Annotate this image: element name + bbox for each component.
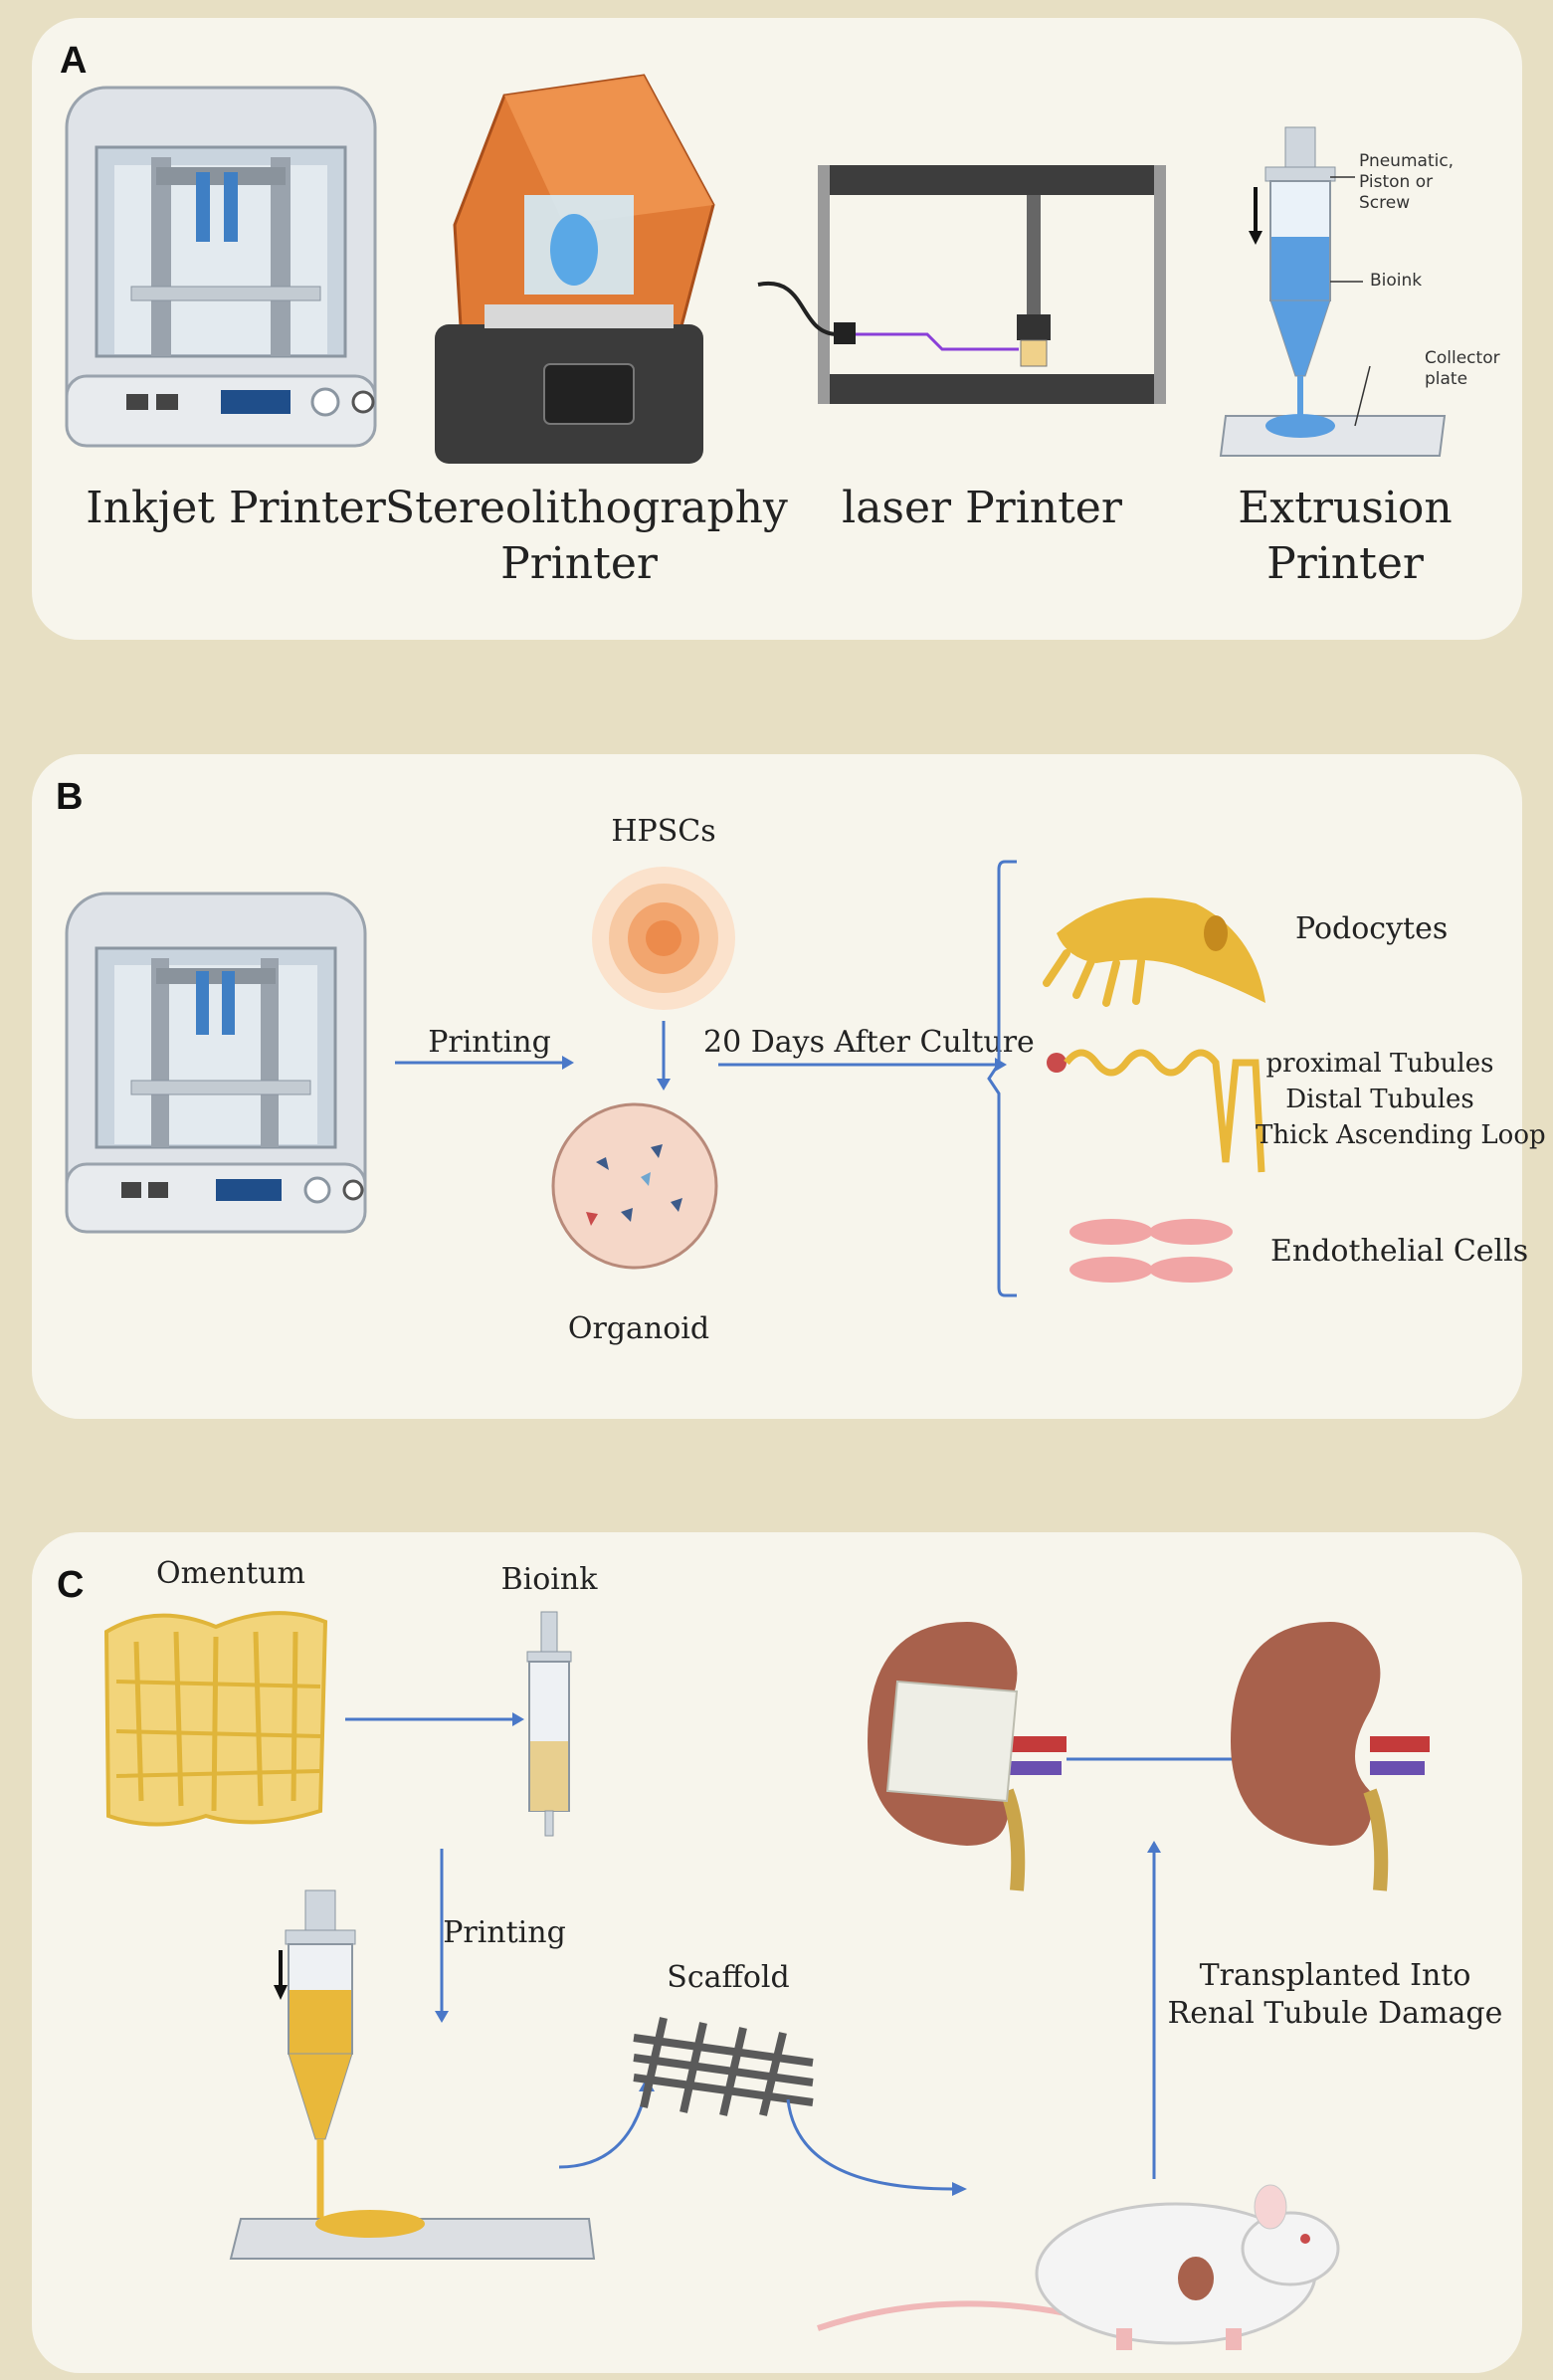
bioink-syringe-icon [526, 1611, 572, 1837]
inkjet-printer-illustration [65, 86, 377, 448]
transplant-label-line1: Transplanted Into [1199, 1958, 1471, 1993]
endothelial-cells-icon [1069, 1219, 1233, 1283]
healed-kidney-icon [1231, 1622, 1430, 1891]
bioprinter-illustration [65, 892, 367, 1234]
printing-label-b: Printing [428, 1025, 551, 1060]
thick-ascending-loop-label: Thick Ascending Loop [1256, 1120, 1546, 1150]
panel-c: C Omentum Bioink Printing [32, 1532, 1522, 2373]
stereolithography-printer-illustration [435, 74, 715, 464]
transplant-label-line2: Renal Tubule Damage [1167, 1996, 1503, 2031]
extrusion-annotation-bioink: Bioink [1370, 271, 1423, 291]
extrusion-printer-illustration [1219, 126, 1447, 457]
omentum-label: Omentum [156, 1556, 305, 1591]
distal-tubules-label: Distal Tubules [1285, 1085, 1474, 1114]
kidney-repair-arrow [1067, 1752, 1246, 1766]
organoid-label: Organoid [567, 1311, 710, 1346]
extrusion-annotation-pneumatic: Pneumatic, [1359, 151, 1455, 171]
endothelial-cells-label: Endothelial Cells [1270, 1234, 1529, 1269]
scaffold-label: Scaffold [667, 1960, 790, 1995]
stereolithography-printer-label: Stereolithography Printer [385, 481, 788, 592]
panel-b: B Printing HPSCs [32, 754, 1546, 1419]
extrusion-annotation-screw: Screw [1359, 193, 1411, 213]
proximal-tubules-label: proximal Tubules [1265, 1049, 1494, 1079]
transplant-up-arrow [1147, 1841, 1161, 2179]
omentum-to-bioink-arrow [345, 1712, 524, 1726]
scaffold-icon [633, 2017, 814, 2116]
panel-a: A [32, 18, 1522, 640]
stereolithography-printer-label-line1: Stereolithography [385, 483, 788, 533]
laser-printer-label-line1: laser Printer [842, 483, 1122, 533]
podocytes-label: Podocytes [1295, 911, 1449, 946]
panel-letter-b: B [56, 776, 84, 818]
extrusion-annotation-plate: plate [1425, 369, 1468, 389]
laser-printer-illustration [757, 165, 1166, 404]
panel-letter-c: C [57, 1564, 85, 1606]
scaffold-extrusion-illustration [229, 1889, 596, 2260]
stereolithography-printer-label-line2: Printer [500, 538, 658, 589]
hpscs-cluster-icon [592, 867, 735, 1010]
tubule-icon [1047, 1049, 1265, 1173]
extrusion-printer-label: Extrusion Printer [1201, 481, 1489, 592]
rat-icon [817, 2184, 1340, 2350]
hpscs-label: HPSCs [611, 814, 716, 849]
hpscs-to-organoid-arrow [657, 1021, 671, 1091]
extrusion-annotation-collector: Collector [1425, 348, 1500, 368]
extrusion-annotation-piston: Piston or [1359, 172, 1434, 192]
inkjet-printer-label: Inkjet Printer [72, 481, 400, 536]
laser-printer-label: laser Printer [798, 481, 1166, 536]
culture-label: 20 Days After Culture [703, 1025, 1035, 1060]
omentum-icon [103, 1611, 328, 1827]
kidney-with-patch-icon [868, 1622, 1067, 1891]
outputs-bracket [987, 860, 1017, 1297]
extrusion-printer-label-line1: Extrusion [1238, 483, 1453, 533]
bioink-label: Bioink [500, 1562, 598, 1597]
panel-letter-a: A [60, 40, 88, 82]
extrusion-printer-label-line2: Printer [1266, 538, 1424, 589]
podocyte-icon [1043, 897, 1265, 1007]
to-rat-arrow [786, 2098, 967, 2196]
printing-arrow-b [395, 1056, 574, 1070]
printing-arrow-c [435, 1849, 449, 2023]
organoid-icon [551, 1102, 718, 1270]
inkjet-printer-label-line1: Inkjet Printer [86, 483, 386, 533]
printing-label-c: Printing [443, 1915, 566, 1950]
